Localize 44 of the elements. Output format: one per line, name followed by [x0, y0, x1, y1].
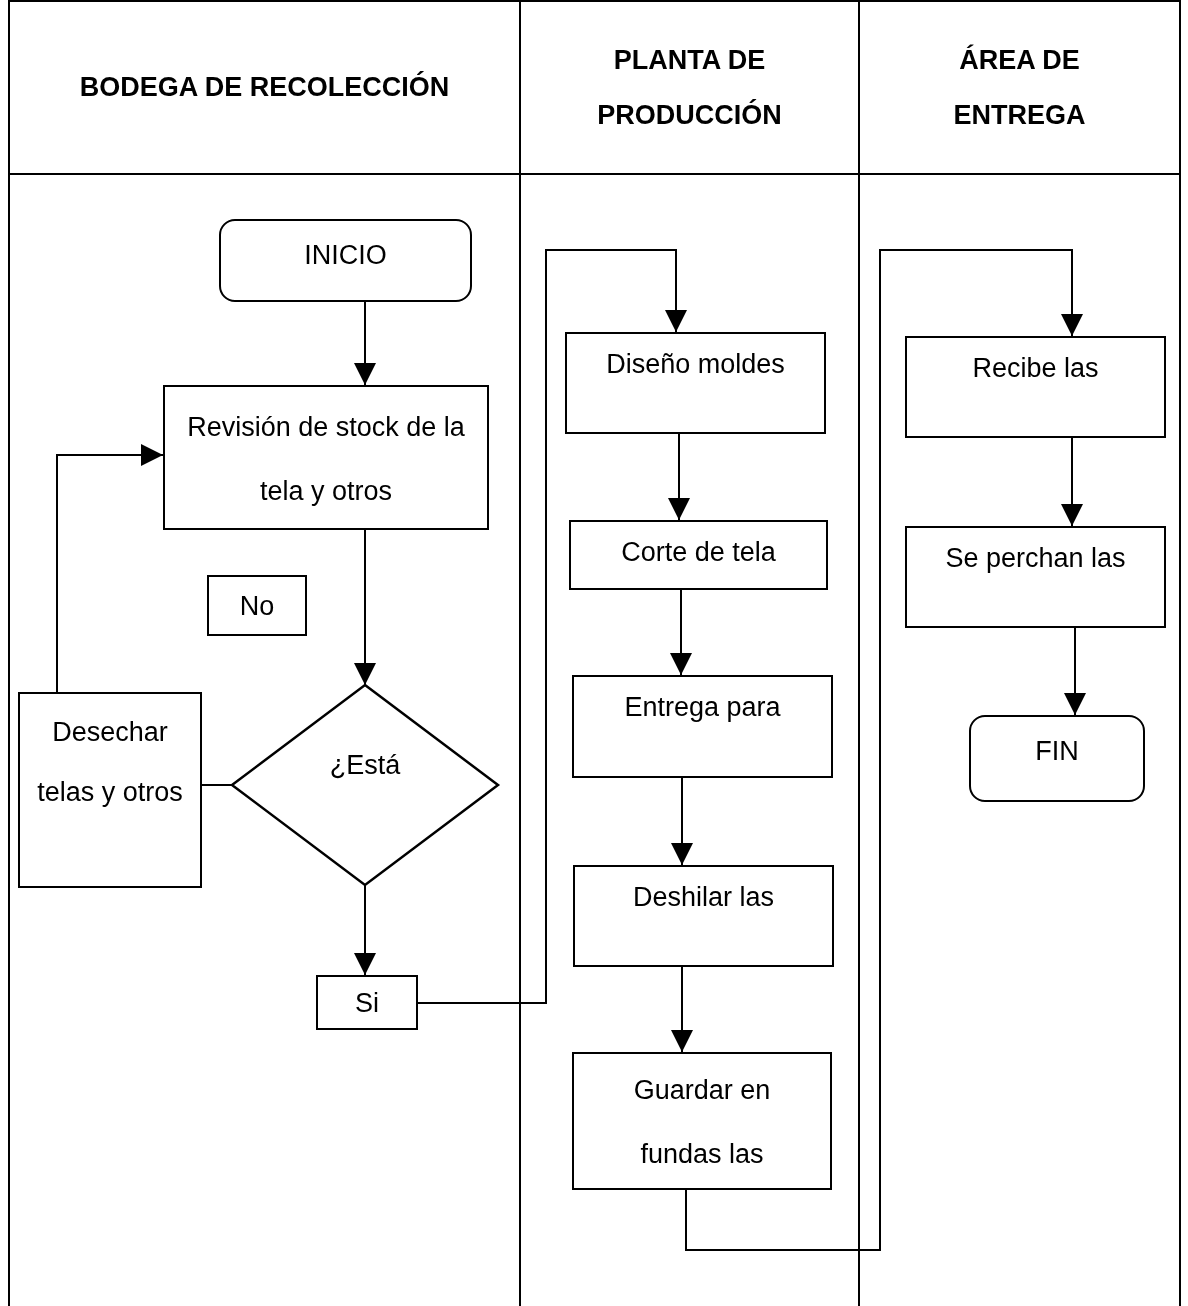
box-label: Entrega para — [623, 691, 782, 724]
arrow — [1061, 437, 1083, 527]
box-label: Si — [354, 987, 380, 1020]
swimlane — [858, 0, 1181, 1306]
box-label: No — [238, 590, 276, 623]
lane-title: BODEGA DE RECOLECCIÓN — [79, 70, 450, 104]
arrow — [685, 249, 1083, 1251]
box-label: Revisión de stock de la tela y otros — [186, 411, 466, 508]
box-label: ¿Está — [328, 749, 402, 782]
terminator-box — [219, 219, 472, 302]
process-box — [572, 675, 833, 778]
box-label: Recibe las — [971, 352, 1100, 385]
process-box — [905, 336, 1166, 438]
arrow — [670, 589, 692, 676]
box-label: Deshilar las — [631, 881, 776, 914]
box-label: Corte de tela — [620, 536, 777, 569]
swimlane — [8, 0, 521, 1306]
box-label: Desechar telas y otros — [36, 716, 184, 809]
lane-title: PLANTA DE PRODUCCIÓN — [596, 43, 783, 132]
box-label: Guardar en fundas las — [632, 1074, 772, 1171]
arrow — [354, 529, 376, 686]
arrow — [354, 884, 376, 976]
arrow — [417, 249, 687, 1004]
terminator-box — [969, 715, 1145, 802]
arrow — [354, 301, 376, 386]
process-box — [569, 520, 828, 590]
process-box — [18, 692, 202, 888]
process-box — [573, 865, 834, 967]
box-label: FIN — [1034, 735, 1080, 768]
process-box — [565, 332, 826, 434]
arrow — [671, 966, 693, 1053]
lane-title: ÁREA DE ENTREGA — [952, 43, 1087, 132]
arrow — [671, 777, 693, 866]
process-box — [572, 1052, 832, 1190]
arrow — [1064, 627, 1086, 716]
arrow — [668, 433, 690, 521]
process-box — [316, 975, 418, 1030]
box-label: INICIO — [303, 239, 388, 272]
process-box — [163, 385, 489, 530]
process-box — [207, 575, 307, 636]
arrow — [56, 444, 164, 693]
box-label: Se perchan las — [944, 542, 1127, 575]
process-box — [905, 526, 1166, 628]
box-label: Diseño moldes — [605, 348, 786, 381]
